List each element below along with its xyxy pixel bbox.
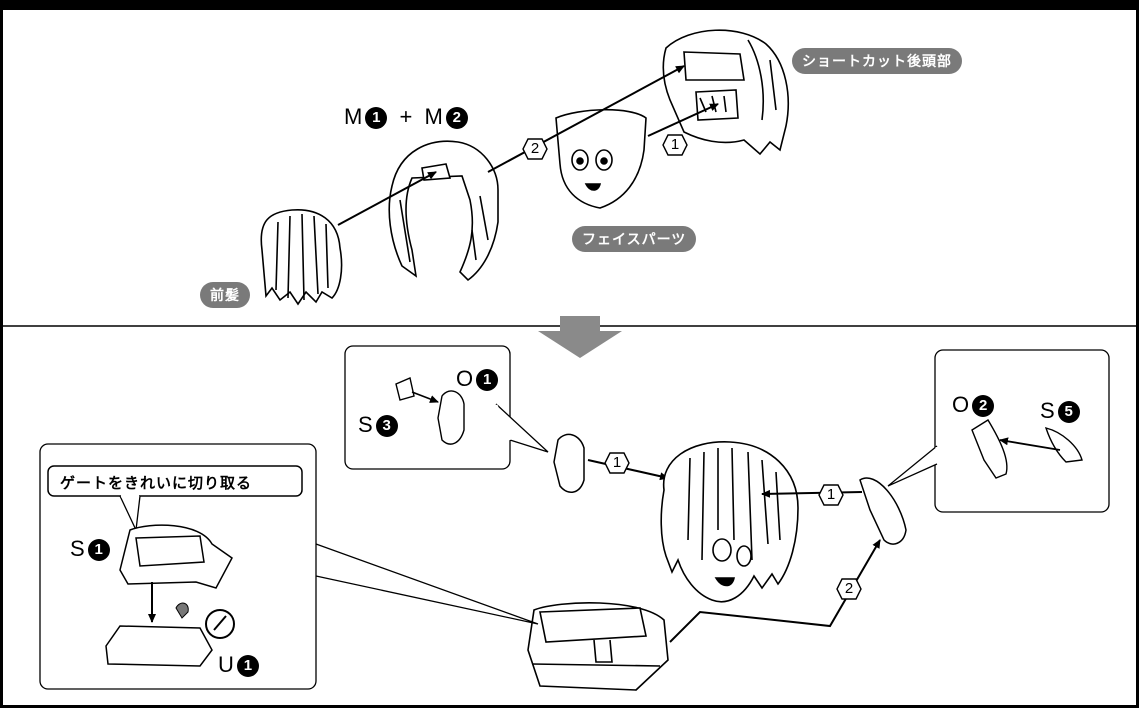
assembled-head (660, 441, 799, 603)
label-face-parts: フェイスパーツ (572, 226, 697, 252)
base-part (527, 602, 669, 691)
down-arrow-icon (538, 316, 622, 358)
step-marker-bottom-right-1: 1 (818, 484, 844, 506)
callout-box-o2 (934, 349, 1110, 513)
arrow-face-to-back (647, 103, 719, 137)
step-marker-bottom-left-1: 1 (604, 452, 630, 474)
o1-assembled-part (553, 433, 585, 493)
callout-pointer-s1 (315, 543, 539, 625)
step-marker-top-2: 2 (522, 138, 548, 160)
callout-pointer-o1 (495, 403, 549, 453)
callout-pointer-o2 (887, 445, 938, 487)
s1-part (119, 524, 233, 589)
step-marker-bottom-right-2: 2 (836, 578, 862, 600)
s5-part (1044, 427, 1083, 463)
arrow-fronthair-to-frame (337, 171, 437, 226)
step-marker-top-1: 1 (662, 134, 688, 156)
front-hair-part (260, 209, 343, 306)
label-front-hair: 前髪 (200, 282, 250, 308)
hair-frame-part (388, 140, 499, 282)
arrow-frame-to-back (487, 65, 685, 173)
o1-part (437, 390, 465, 445)
u1-part (105, 625, 213, 667)
label-short-cut-back: ショートカット後頭部 (792, 48, 962, 74)
gate-note-box (47, 465, 303, 497)
gate-note-text: ゲートをきれいに切り取る (60, 475, 253, 492)
o2-assembled-part (859, 477, 907, 545)
s3-part (395, 377, 415, 401)
face-part (555, 108, 647, 209)
callout-box-o1 (344, 345, 511, 470)
o2-part (971, 419, 1008, 479)
